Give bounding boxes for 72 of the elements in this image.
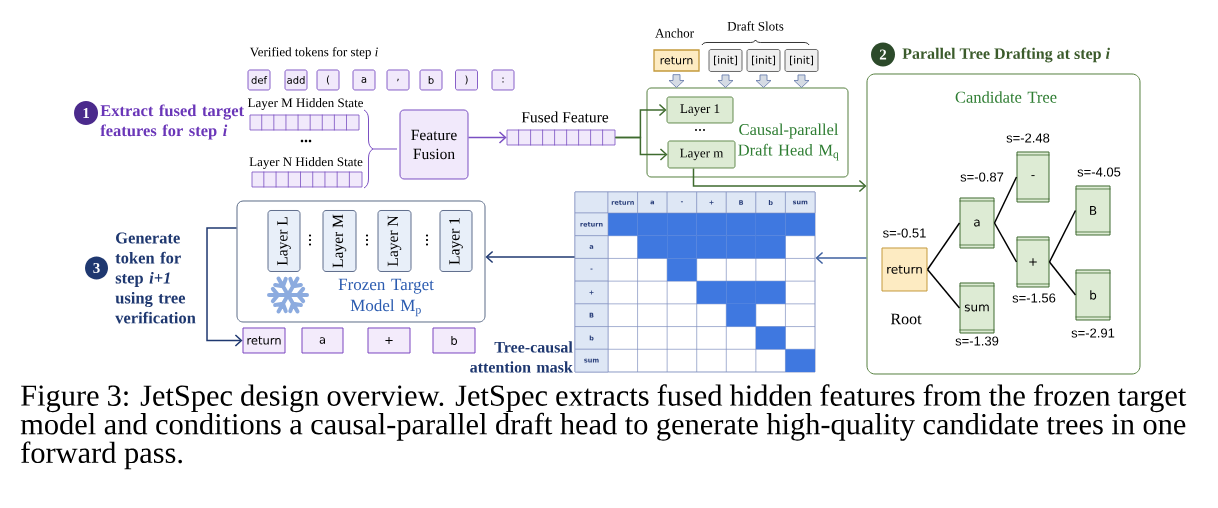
token-box: def: [247, 69, 271, 91]
token-box: [init]: [708, 49, 743, 72]
token-card: a: [959, 197, 995, 249]
token-box: [init]: [746, 49, 781, 72]
token-box: add: [284, 69, 308, 91]
ellipsis: ...: [365, 234, 369, 246]
step-number-badge: 1: [74, 101, 98, 125]
step-heading: Extract fused target features for step i: [100, 104, 244, 140]
layer-box: Layer m: [667, 140, 736, 169]
ellipsis: ...: [425, 234, 429, 246]
slot-label: Anchor: [655, 28, 694, 38]
step-number-badge: 3: [85, 256, 108, 280]
token-box: a: [352, 69, 376, 91]
process-box: Feature Fusion: [399, 109, 469, 180]
layer-box: Layer L: [267, 210, 301, 272]
arrow: [815, 251, 868, 265]
connector-line: [1048, 261, 1077, 296]
arrow: [206, 227, 243, 347]
score-label: s=-1.56: [1012, 293, 1056, 303]
arrow: [614, 136, 668, 161]
score-label: s=-2.48: [1006, 133, 1050, 143]
token-card: b: [1075, 269, 1111, 321]
token-card: sum: [959, 282, 995, 334]
score-label: s=-0.87: [960, 172, 1004, 182]
layer-box: Layer 1: [666, 96, 734, 124]
connector-line: [993, 222, 1018, 263]
block-arrow: [668, 74, 685, 88]
vector-label: Fused Feature: [521, 111, 609, 123]
token-box: [init]: [784, 49, 819, 72]
token-box: return: [653, 49, 700, 72]
root-label: Root: [890, 313, 922, 325]
token-box: :: [491, 69, 515, 91]
score-label: s=-0.51: [883, 228, 926, 238]
layer-box: Layer 1: [439, 210, 473, 272]
token-box: b: [432, 327, 476, 354]
token-box: +: [367, 327, 411, 354]
arrow: [485, 250, 576, 264]
ellipsis: ...: [300, 139, 312, 143]
layer-box: Layer N: [377, 210, 412, 272]
connector-line: [926, 222, 961, 271]
token-box: ): [455, 69, 478, 91]
ellipsis: ...: [695, 129, 705, 131]
block-arrow: [717, 74, 734, 88]
connector-line: [993, 176, 1018, 224]
slot-label: Draft Slots: [727, 21, 784, 31]
layer-box: Layer M: [322, 210, 357, 272]
score-label: s=-1.39: [955, 336, 999, 346]
token-box: return: [242, 327, 286, 354]
score-label: s=-2.91: [1071, 328, 1115, 338]
token-box: ,: [386, 69, 410, 91]
connector-line: [926, 268, 961, 309]
step-heading: Generate token for step i+1 using tree verification: [115, 232, 196, 324]
figure-caption: Figure 3: JetSpec design overview. JetSpec extracts fused hidden features from the frozen target model and conditions a causal-parallel draft head to generate high-quality candidate trees in one forward pass.: [20, 384, 1187, 470]
connector-line: [1048, 209, 1077, 263]
token-card: B: [1075, 185, 1111, 236]
ellipsis: ...: [308, 234, 312, 246]
step-heading: Parallel Tree Drafting at step i: [902, 47, 1110, 63]
row-heading: Verified tokens for step i: [249, 47, 378, 59]
token-box: a: [301, 327, 344, 354]
token-card: return: [881, 247, 928, 292]
arrow: [467, 131, 507, 144]
block-arrow: [793, 74, 810, 88]
score-label: s=-4.05: [1077, 167, 1121, 177]
block-arrow: [755, 74, 772, 88]
vector-label: Layer M Hidden State: [247, 98, 363, 110]
token-box: b: [419, 69, 443, 91]
arrow: [692, 167, 867, 193]
token-box: (: [316, 69, 340, 91]
token-card: -: [1016, 151, 1050, 203]
token-card: +: [1016, 236, 1050, 288]
vector-label: Layer N Hidden State: [249, 157, 363, 169]
step-number-badge: 2: [871, 42, 895, 67]
